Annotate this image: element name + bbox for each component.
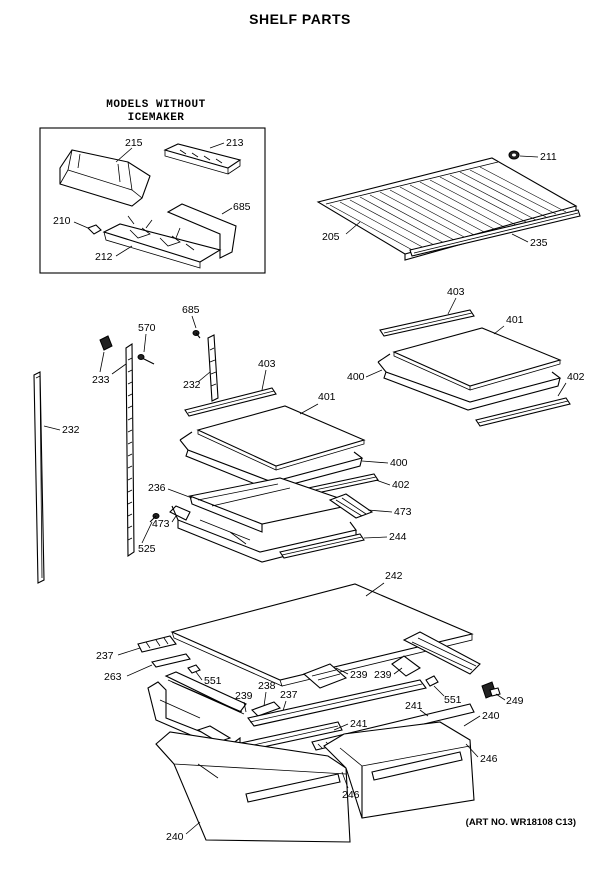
part-wire-shelf (316, 157, 578, 261)
callout-685: 685 (182, 304, 200, 316)
callout-570: 570 (138, 322, 156, 334)
part-ladder-rail (125, 342, 135, 558)
callout-246-right: 246 (480, 753, 498, 765)
callout-401-center: 401 (318, 391, 336, 403)
callout-551-left: 551 (204, 675, 222, 687)
part-bracket-238 (251, 701, 281, 717)
part-crisper-slide-right (391, 631, 481, 677)
callout-240-left: 240 (166, 831, 184, 843)
part-bracket-237-left (137, 635, 177, 653)
part-cap-233 (99, 335, 113, 351)
callout-211: 211 (540, 151, 557, 163)
part-clip (87, 224, 102, 235)
part-screw-570 (137, 354, 155, 365)
callout-246-left: 246 (342, 789, 360, 801)
callout-239-left: 239 (235, 690, 253, 702)
part-crisper-support-center (302, 663, 348, 689)
part-ice-bin (59, 149, 151, 207)
callout-233: 233 (92, 374, 110, 386)
callout-401-right: 401 (506, 314, 524, 326)
art-number: (ART NO. WR18108 C13) (466, 817, 576, 828)
part-crisper-drawer-right (323, 721, 475, 819)
callout-237-center: 237 (280, 689, 298, 701)
callout-215: 215 (125, 137, 143, 149)
callout-205: 205 (322, 231, 340, 243)
callout-212: 212 (95, 251, 113, 263)
callout-239-center: 239 (350, 669, 368, 681)
callout-473-right: 473 (394, 506, 412, 518)
inset-label-line1: MODELS WITHOUT (106, 99, 205, 111)
inset-label-line2: ICEMAKER (128, 112, 185, 124)
callout-232-left: 232 (62, 424, 80, 436)
part-hinge-249 (481, 681, 501, 699)
callout-240-right: 240 (482, 710, 500, 722)
callout-402-right: 402 (567, 371, 585, 383)
part-knob-211 (508, 150, 520, 160)
callout-263: 263 (104, 671, 122, 683)
callout-232: 232 (183, 379, 201, 391)
callout-685-inset: 685 (233, 201, 251, 213)
icemaker-inset: MODELS WITHOUT ICEMAKER 215 21 (39, 99, 266, 274)
callout-241-right: 241 (405, 700, 423, 712)
callout-237-left: 237 (96, 650, 114, 662)
inset-frame (39, 127, 266, 274)
part-screw-685 (192, 330, 201, 339)
callout-249: 249 (506, 695, 524, 707)
callout-235: 235 (530, 237, 548, 249)
callout-551-right: 551 (444, 694, 462, 706)
part-strip-263 (151, 653, 191, 668)
callout-403-center: 403 (258, 358, 276, 370)
callout-236: 236 (148, 482, 166, 494)
callout-525: 525 (138, 543, 156, 555)
part-shelf-support-232-left (33, 371, 45, 584)
callout-473-left: 473 (152, 518, 170, 530)
part-crisper-drawer-left (155, 731, 351, 843)
callout-239-right: 239 (374, 669, 392, 681)
part-ice-tray (163, 143, 242, 175)
callout-213: 213 (226, 137, 244, 149)
callout-238: 238 (258, 680, 276, 692)
diagram-title: SHELF PARTS (249, 11, 351, 27)
part-crisper-cover-glass (170, 583, 474, 687)
part-icemaker-shelf (102, 203, 237, 269)
callout-210: 210 (53, 215, 71, 227)
callout-242: 242 (385, 570, 403, 582)
callout-400-right: 400 (347, 371, 365, 383)
center-shelf-assembly (149, 387, 379, 563)
part-shelf-support-232 (207, 334, 219, 402)
callout-403-right: 403 (447, 286, 465, 298)
callout-241-left: 241 (350, 718, 368, 730)
right-shelf-assembly (377, 309, 571, 427)
callout-400-center: 400 (390, 457, 408, 469)
callout-402-center: 402 (392, 479, 410, 491)
callout-244: 244 (389, 531, 407, 543)
